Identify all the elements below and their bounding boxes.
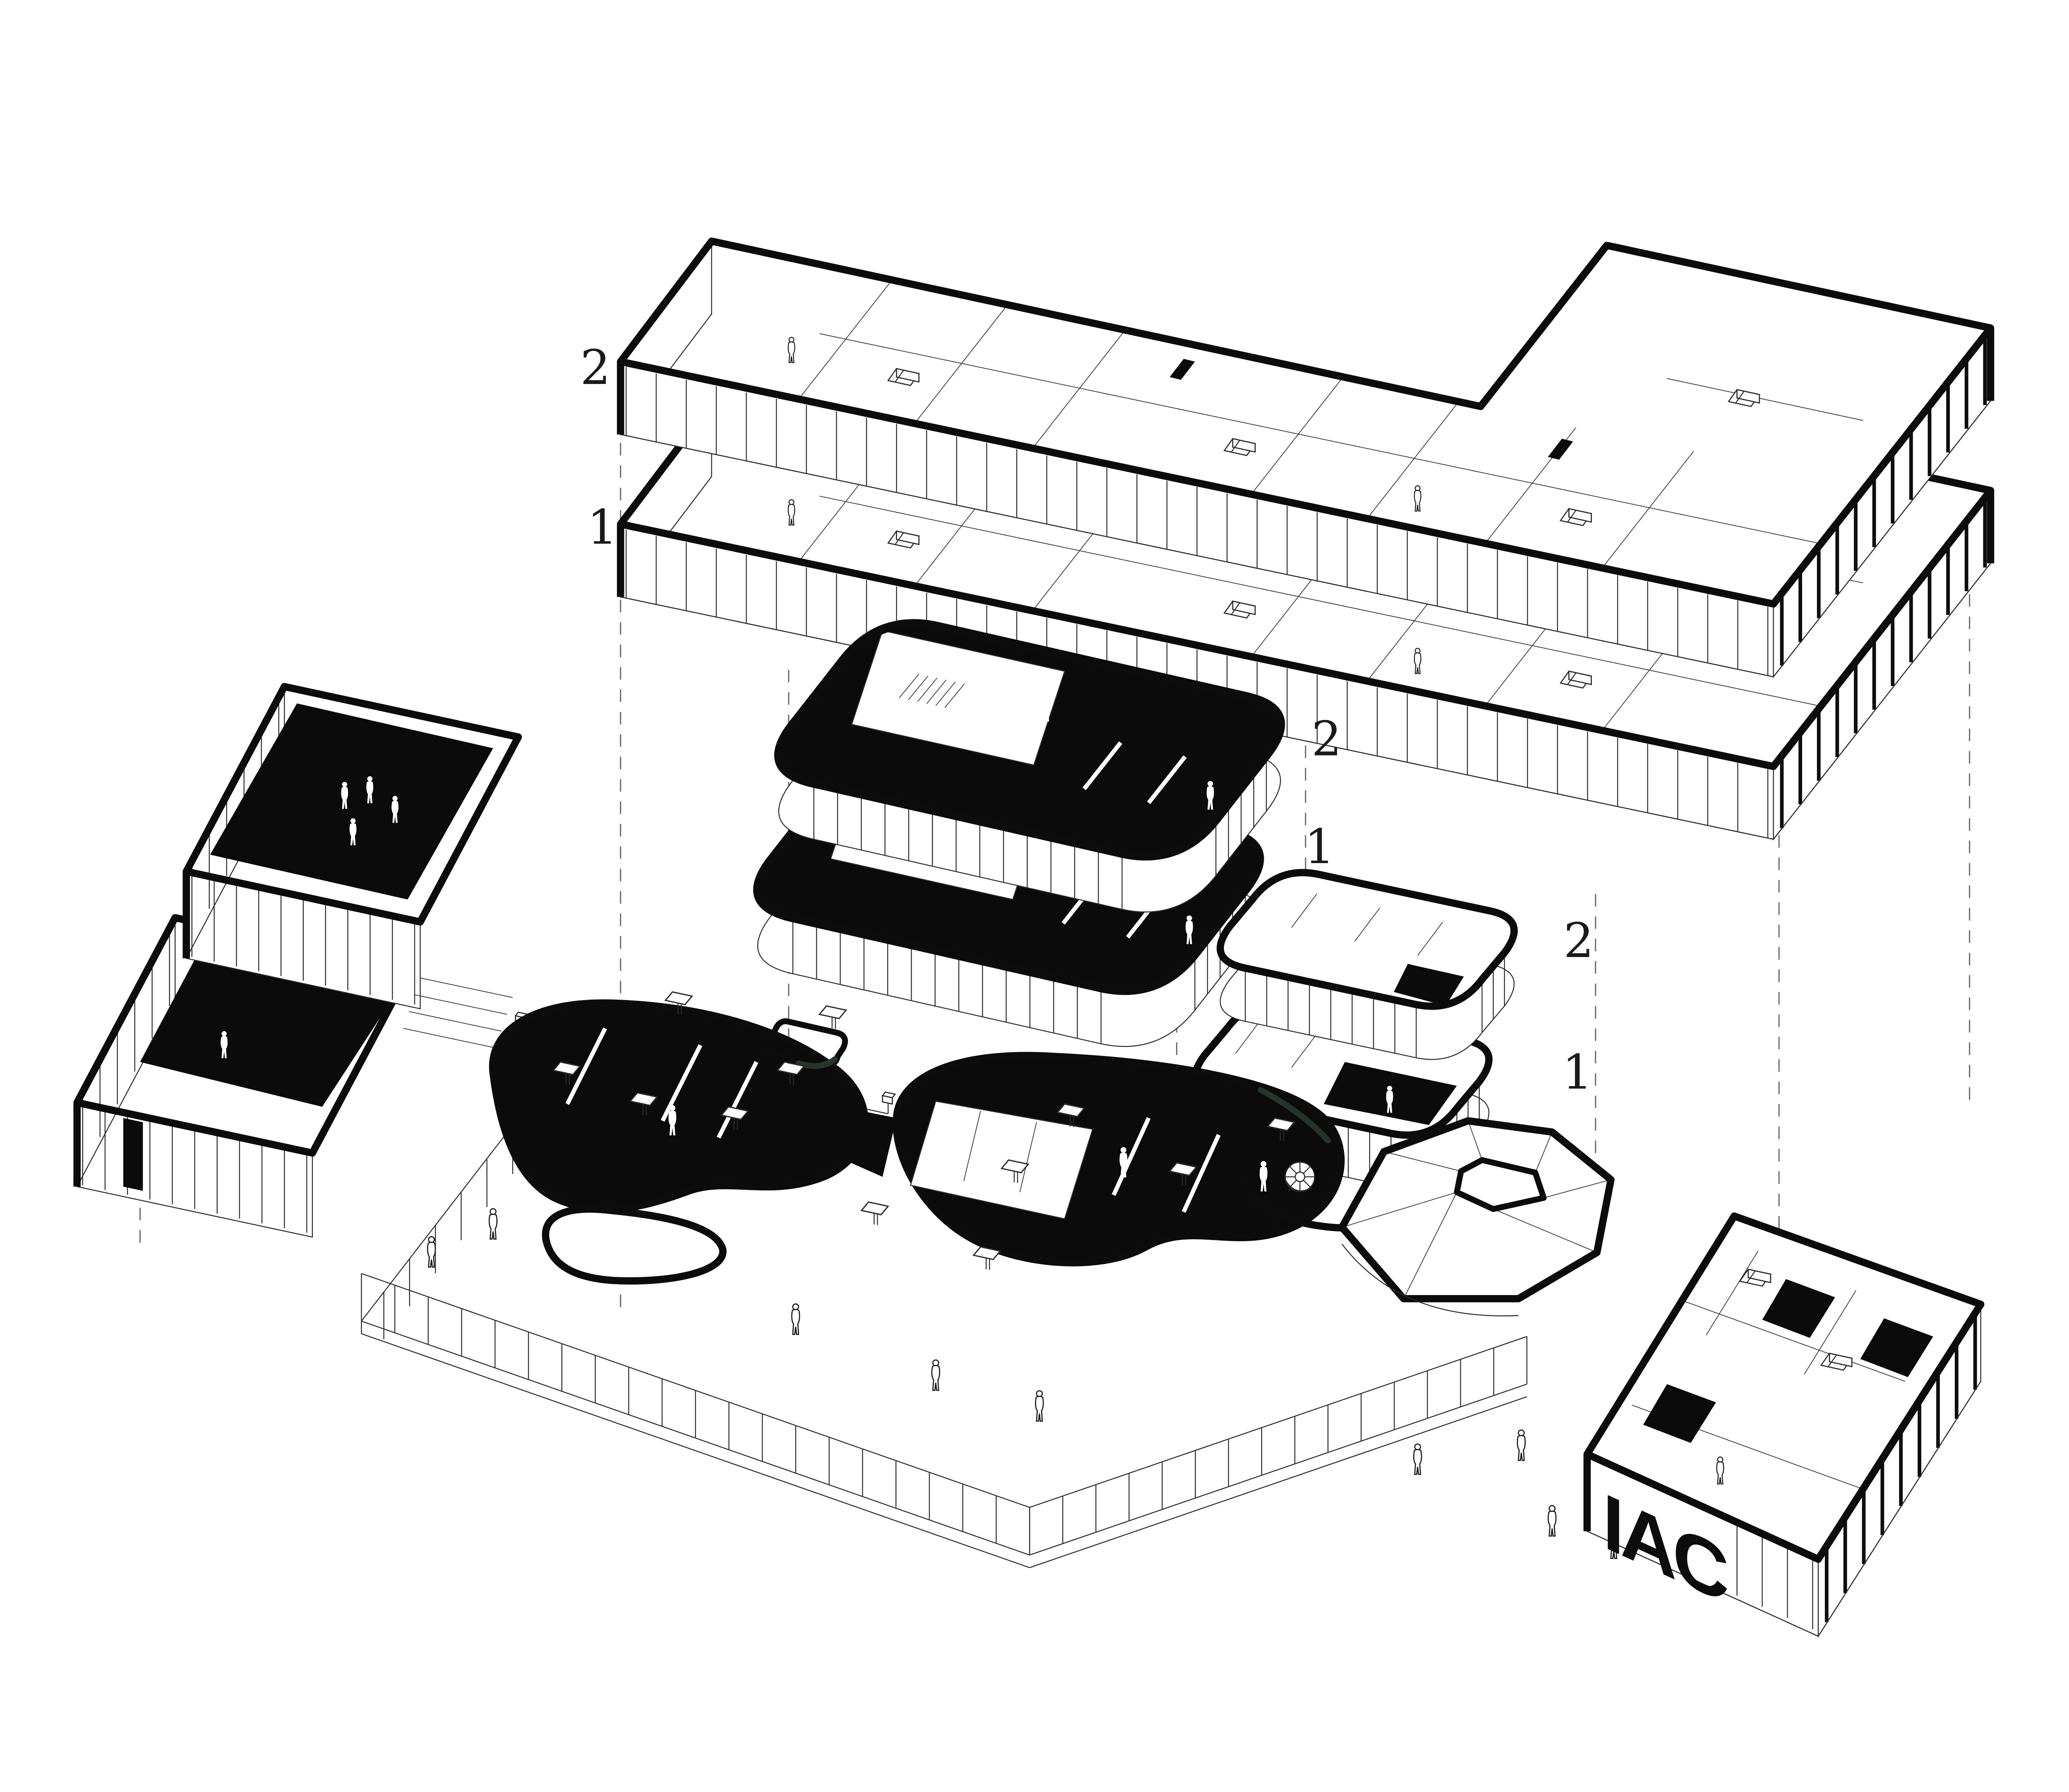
west-lower-mullions [82, 1106, 307, 1233]
floor-labels: 2 1 2 1 2 1 [580, 340, 1594, 1100]
east-plate-level-2 [1217, 869, 1518, 1060]
iac-building: IAC [1583, 1212, 1985, 1638]
label-slab-level-2: 2 [580, 340, 610, 396]
mid2-mullions-front [813, 783, 1123, 909]
mid2-mullions-right [1215, 755, 1267, 876]
mid1-mullions-front [792, 917, 1102, 1044]
label-mid-level-1: 1 [1304, 819, 1335, 875]
slab2-wing-mullions [1780, 336, 1987, 666]
mid-plate-level-2 [774, 619, 1285, 913]
slab-building-level-2 [617, 237, 1995, 679]
fence-front-left [361, 1273, 1030, 1555]
label-slab-level-1: 1 [587, 500, 617, 555]
spiral-stair-ground [1284, 1161, 1315, 1192]
fence-front-right [1029, 1336, 1528, 1555]
iac-right-mullions [1824, 1314, 1977, 1622]
tent-pavilion [1338, 1117, 1615, 1317]
label-east-level-2: 2 [1564, 913, 1594, 969]
ground-floor [361, 991, 1618, 1568]
east2-mullions-front [1245, 968, 1417, 1058]
slab2-partitions [798, 283, 1863, 568]
iac-front-mullions [1736, 1523, 1813, 1629]
slab2-front-mullions [626, 367, 1769, 676]
label-mid-level-2: 2 [1311, 711, 1342, 767]
east2-mullions-right [1481, 952, 1505, 1033]
label-east-level-1: 1 [1562, 1045, 1592, 1100]
west-building [73, 683, 522, 1238]
slab1-wing-mullions [1780, 499, 1987, 828]
mid2-stair [899, 674, 965, 708]
